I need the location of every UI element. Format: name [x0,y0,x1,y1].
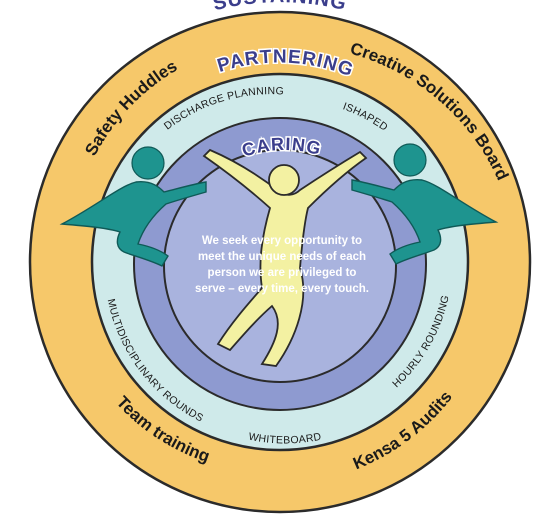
mission-line-4: serve – every time, every touch. [195,283,369,295]
whiteboard-label: WHITEBOARD [248,431,323,447]
teal-person-reaching-icon-left [59,146,207,267]
yellow-person-arms-raised-icon [202,148,368,367]
mission-line-2: meet the unique needs of each [198,251,366,263]
mission-line-3: person we are privileged to [208,267,357,279]
teal-person-reaching-icon-right [351,143,499,265]
mission-line-1: We seek every opportunity to [202,235,362,247]
mission-statement: We seek every opportunity to meet the un… [195,235,369,295]
